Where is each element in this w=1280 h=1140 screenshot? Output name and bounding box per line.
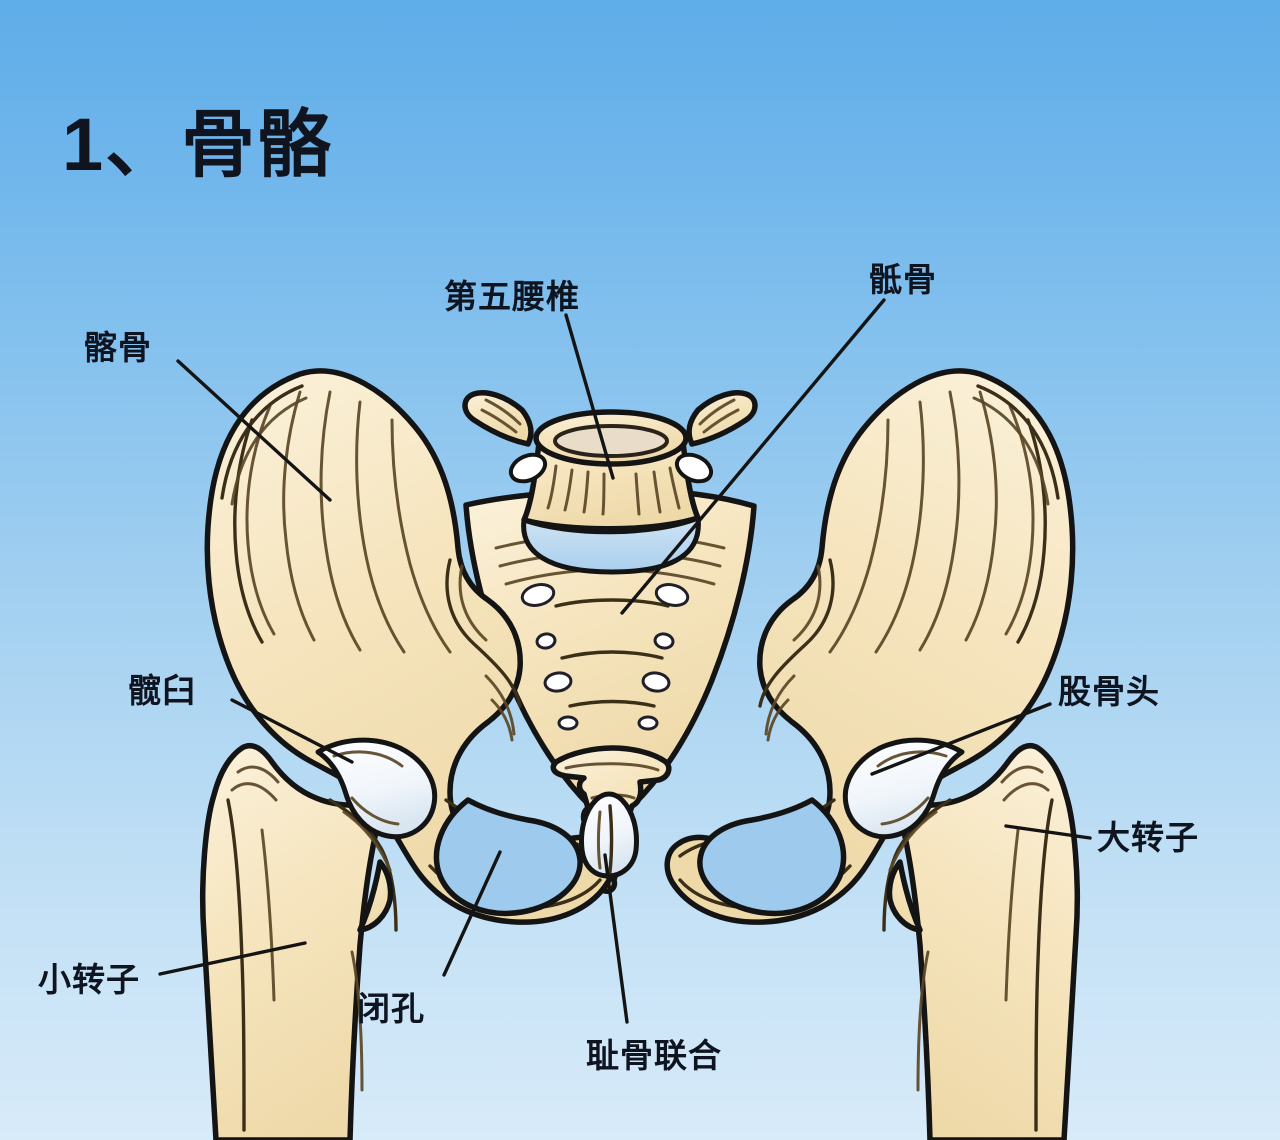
leader-lines	[158, 298, 1092, 1024]
label-femoral-head: 股骨头	[1058, 673, 1160, 710]
page-title: 1、骨骼	[62, 103, 334, 186]
label-pubic-symphysis: 耻骨联合	[586, 1037, 722, 1074]
leader-obturator-foramen	[442, 850, 502, 977]
left-hip-bone	[204, 368, 616, 925]
sacrum-and-coccyx	[463, 487, 757, 894]
leader-sacrum	[620, 298, 886, 615]
pubic-symphysis	[579, 791, 639, 879]
leader-acetabulum	[230, 698, 354, 764]
leader-lesser-trochanter	[158, 941, 307, 976]
leader-ilium	[176, 359, 332, 502]
label-greater-trochanter: 大转子	[1097, 819, 1199, 856]
label-acetabulum: 髋臼	[128, 672, 196, 709]
label-ilium: 髂骨	[84, 329, 152, 366]
left-femur	[200, 739, 455, 1140]
leader-femoral-head	[870, 702, 1052, 776]
label-fifth-lumbar-vertebra: 第五腰椎	[444, 278, 580, 315]
right-hip-bone	[664, 368, 1076, 925]
label-obturator-foramen: 闭孔	[357, 990, 425, 1027]
label-sacrum: 骶骨	[869, 261, 937, 298]
leader-pubic-symphysis	[603, 853, 629, 1024]
fifth-lumbar-vertebra	[462, 390, 758, 575]
label-lesser-trochanter: 小转子	[38, 961, 140, 998]
leader-greater-trochanter	[1004, 824, 1092, 840]
leader-fifth-lumbar-vertebra	[564, 313, 615, 480]
